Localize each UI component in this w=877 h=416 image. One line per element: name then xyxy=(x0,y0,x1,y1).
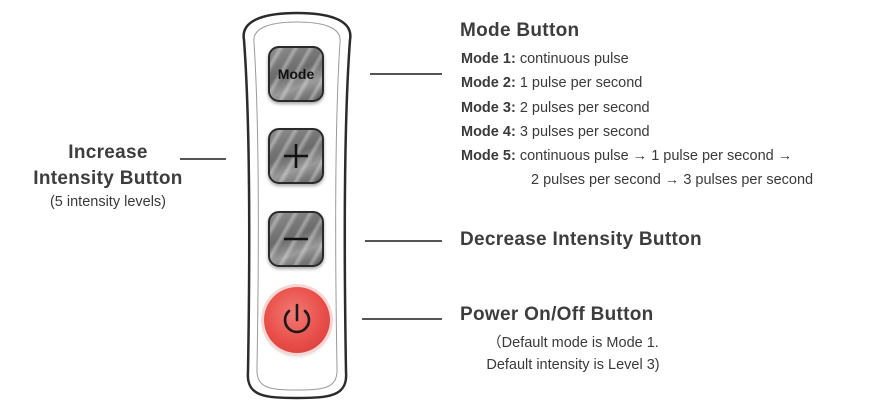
mode-item-text: continuous pulse → 1 pulse per second → xyxy=(519,148,793,165)
mode-leader-line xyxy=(370,73,442,75)
increase-intensity-button[interactable] xyxy=(268,128,324,184)
mode-item-label: Mode 3: xyxy=(461,99,516,116)
mode-item-text: 3 pulses per second xyxy=(519,123,650,140)
decrease-intensity-button[interactable] xyxy=(268,211,324,267)
increase-leader-line xyxy=(180,158,226,160)
power-note: （Default mode is Mode 1. Default intensi… xyxy=(462,332,684,376)
mode-item-label: Mode 2: xyxy=(461,75,516,92)
mode-item-label: Mode 4: xyxy=(461,123,516,140)
mode-button[interactable]: Mode xyxy=(268,46,324,102)
increase-note: (5 intensity levels) xyxy=(49,194,167,210)
mode-item: Mode 1: continuous pulse xyxy=(461,47,813,71)
mode-list: Mode 1: continuous pulse Mode 2: 1 pulse… xyxy=(461,47,813,193)
decrease-section-title: Decrease Intensity Button xyxy=(460,229,702,250)
increase-title-line1: Increase xyxy=(68,142,148,163)
power-icon xyxy=(283,303,311,334)
decrease-leader-line xyxy=(365,240,442,242)
increase-section: Increase Intensity Button (5 intensity l… xyxy=(6,140,210,212)
minus-icon xyxy=(284,237,308,241)
power-note-line1: （Default mode is Mode 1. xyxy=(487,335,659,351)
power-note-line2: Default intensity is Level 3) xyxy=(486,357,660,373)
mode-item-text: 1 pulse per second xyxy=(519,75,643,92)
mode-item: Mode 3: 2 pulses per second xyxy=(461,96,813,120)
mode-item: Mode 2: 1 pulse per second xyxy=(461,71,813,95)
power-leader-line xyxy=(362,318,442,320)
mode-item: Mode 5: continuous pulse → 1 pulse per s… xyxy=(461,144,813,168)
plus-icon xyxy=(284,144,308,168)
increase-title-line2: Intensity Button xyxy=(33,168,183,189)
mode-item-label: Mode 1: xyxy=(461,51,516,67)
power-button[interactable] xyxy=(264,287,330,353)
mode-item-label: Mode 5: xyxy=(461,148,516,165)
mode-item-text: 2 pulses per second xyxy=(519,99,650,116)
mode-item-continuation: 2 pulses per second → 3 pulses per secon… xyxy=(531,172,814,189)
power-section-title: Power On/Off Button xyxy=(460,304,654,325)
mode-item: Mode 4: 3 pulses per second xyxy=(461,120,813,144)
mode-item-text: continuous pulse xyxy=(519,51,629,67)
mode-section-title: Mode Button xyxy=(460,20,580,41)
mode-button-label: Mode xyxy=(277,66,315,82)
